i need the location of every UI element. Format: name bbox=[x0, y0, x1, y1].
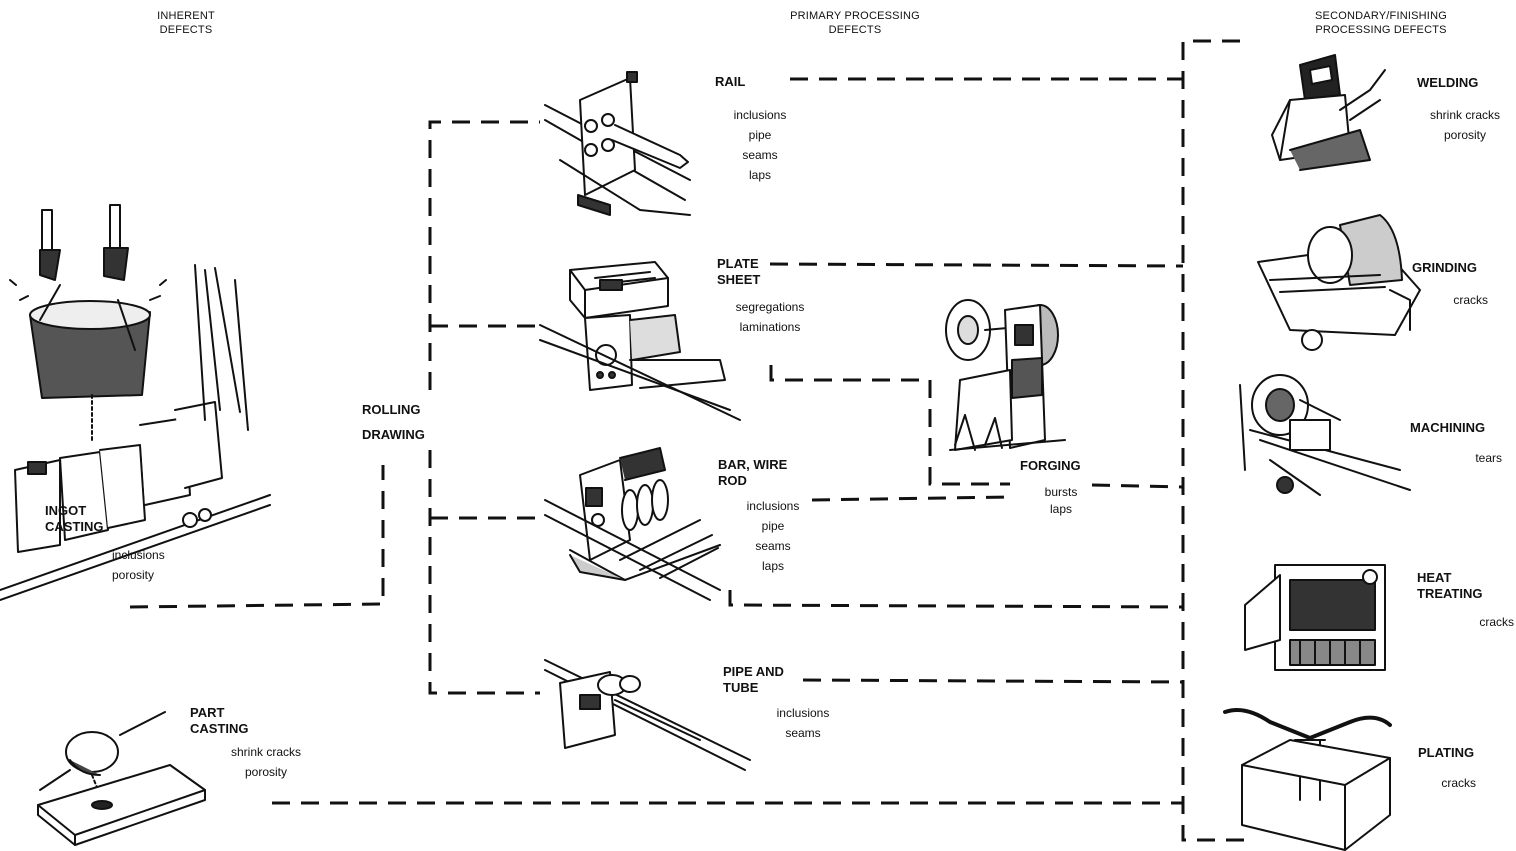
forging-defects: bursts laps bbox=[1033, 484, 1089, 518]
bar-mill-icon bbox=[545, 448, 720, 600]
connector-secondary-trunk bbox=[1183, 41, 1250, 840]
machining-defects: tears bbox=[1450, 448, 1502, 468]
part-casting-label: PART CASTING bbox=[190, 705, 249, 737]
rolling-drawing-label: ROLLING DRAWING bbox=[362, 397, 425, 447]
forging-label: FORGING bbox=[1020, 458, 1081, 474]
rail-mill-icon bbox=[545, 72, 690, 215]
plate-mill-icon bbox=[540, 262, 740, 420]
heat-treating-label: HEAT TREATING bbox=[1417, 570, 1482, 602]
connector-pipe-to-secondary bbox=[803, 680, 1183, 682]
lathe-icon bbox=[1240, 375, 1410, 495]
plate-sheet-label: PLATE SHEET bbox=[717, 256, 760, 288]
grinding-defects: cracks bbox=[1430, 290, 1488, 310]
grinder-icon bbox=[1258, 215, 1420, 350]
connector-plate-to-secondary bbox=[770, 264, 1183, 266]
connector-lines bbox=[130, 41, 1250, 840]
furnace-icon bbox=[1245, 565, 1385, 670]
header-primary-processing-defects: PRIMARY PROCESSING DEFECTS bbox=[770, 9, 940, 37]
bar-wire-rod-defects: inclusions pipe seams laps bbox=[735, 496, 811, 576]
ingot-casting-label: INGOT CASTING bbox=[45, 503, 104, 535]
welding-label: WELDING bbox=[1417, 75, 1478, 91]
plating-defects: cracks bbox=[1420, 773, 1476, 793]
pipe-tube-defects: inclusions seams bbox=[765, 703, 841, 743]
plate-sheet-defects: segregations laminations bbox=[728, 297, 812, 337]
connector-bar-to-forging bbox=[812, 497, 1010, 500]
welder-icon bbox=[1272, 55, 1385, 170]
part-casting-icon bbox=[38, 712, 205, 845]
connector-rolling-trunk-lower bbox=[430, 450, 540, 693]
connector-forging-to-secondary bbox=[1092, 485, 1183, 487]
ingot-casting-defects: inclusions porosity bbox=[112, 545, 165, 585]
header-secondary-processing-defects: SECONDARY/FINISHING PROCESSING DEFECTS bbox=[1300, 9, 1462, 37]
machining-label: MACHINING bbox=[1410, 420, 1485, 436]
rail-defects: inclusions pipe seams laps bbox=[722, 105, 798, 185]
forging-press-icon bbox=[946, 300, 1065, 450]
connector-rolling-trunk bbox=[430, 122, 540, 390]
plating-label: PLATING bbox=[1418, 745, 1474, 761]
header-inherent-defects: INHERENT DEFECTS bbox=[140, 9, 232, 37]
pipe-tube-label: PIPE AND TUBE bbox=[723, 664, 784, 696]
connector-bar-to-secondary bbox=[730, 590, 1183, 607]
heat-treating-defects: cracks bbox=[1460, 612, 1514, 632]
grinding-label: GRINDING bbox=[1412, 260, 1477, 276]
ingot-casting-icon bbox=[0, 205, 270, 600]
welding-defects: shrink cracks porosity bbox=[1422, 105, 1508, 145]
rail-label: RAIL bbox=[715, 74, 745, 90]
pipe-mill-icon bbox=[545, 660, 750, 770]
plating-tank-icon bbox=[1225, 710, 1390, 850]
part-casting-defects: shrink cracks porosity bbox=[225, 742, 307, 782]
bar-wire-rod-label: BAR, WIRE ROD bbox=[718, 457, 787, 489]
